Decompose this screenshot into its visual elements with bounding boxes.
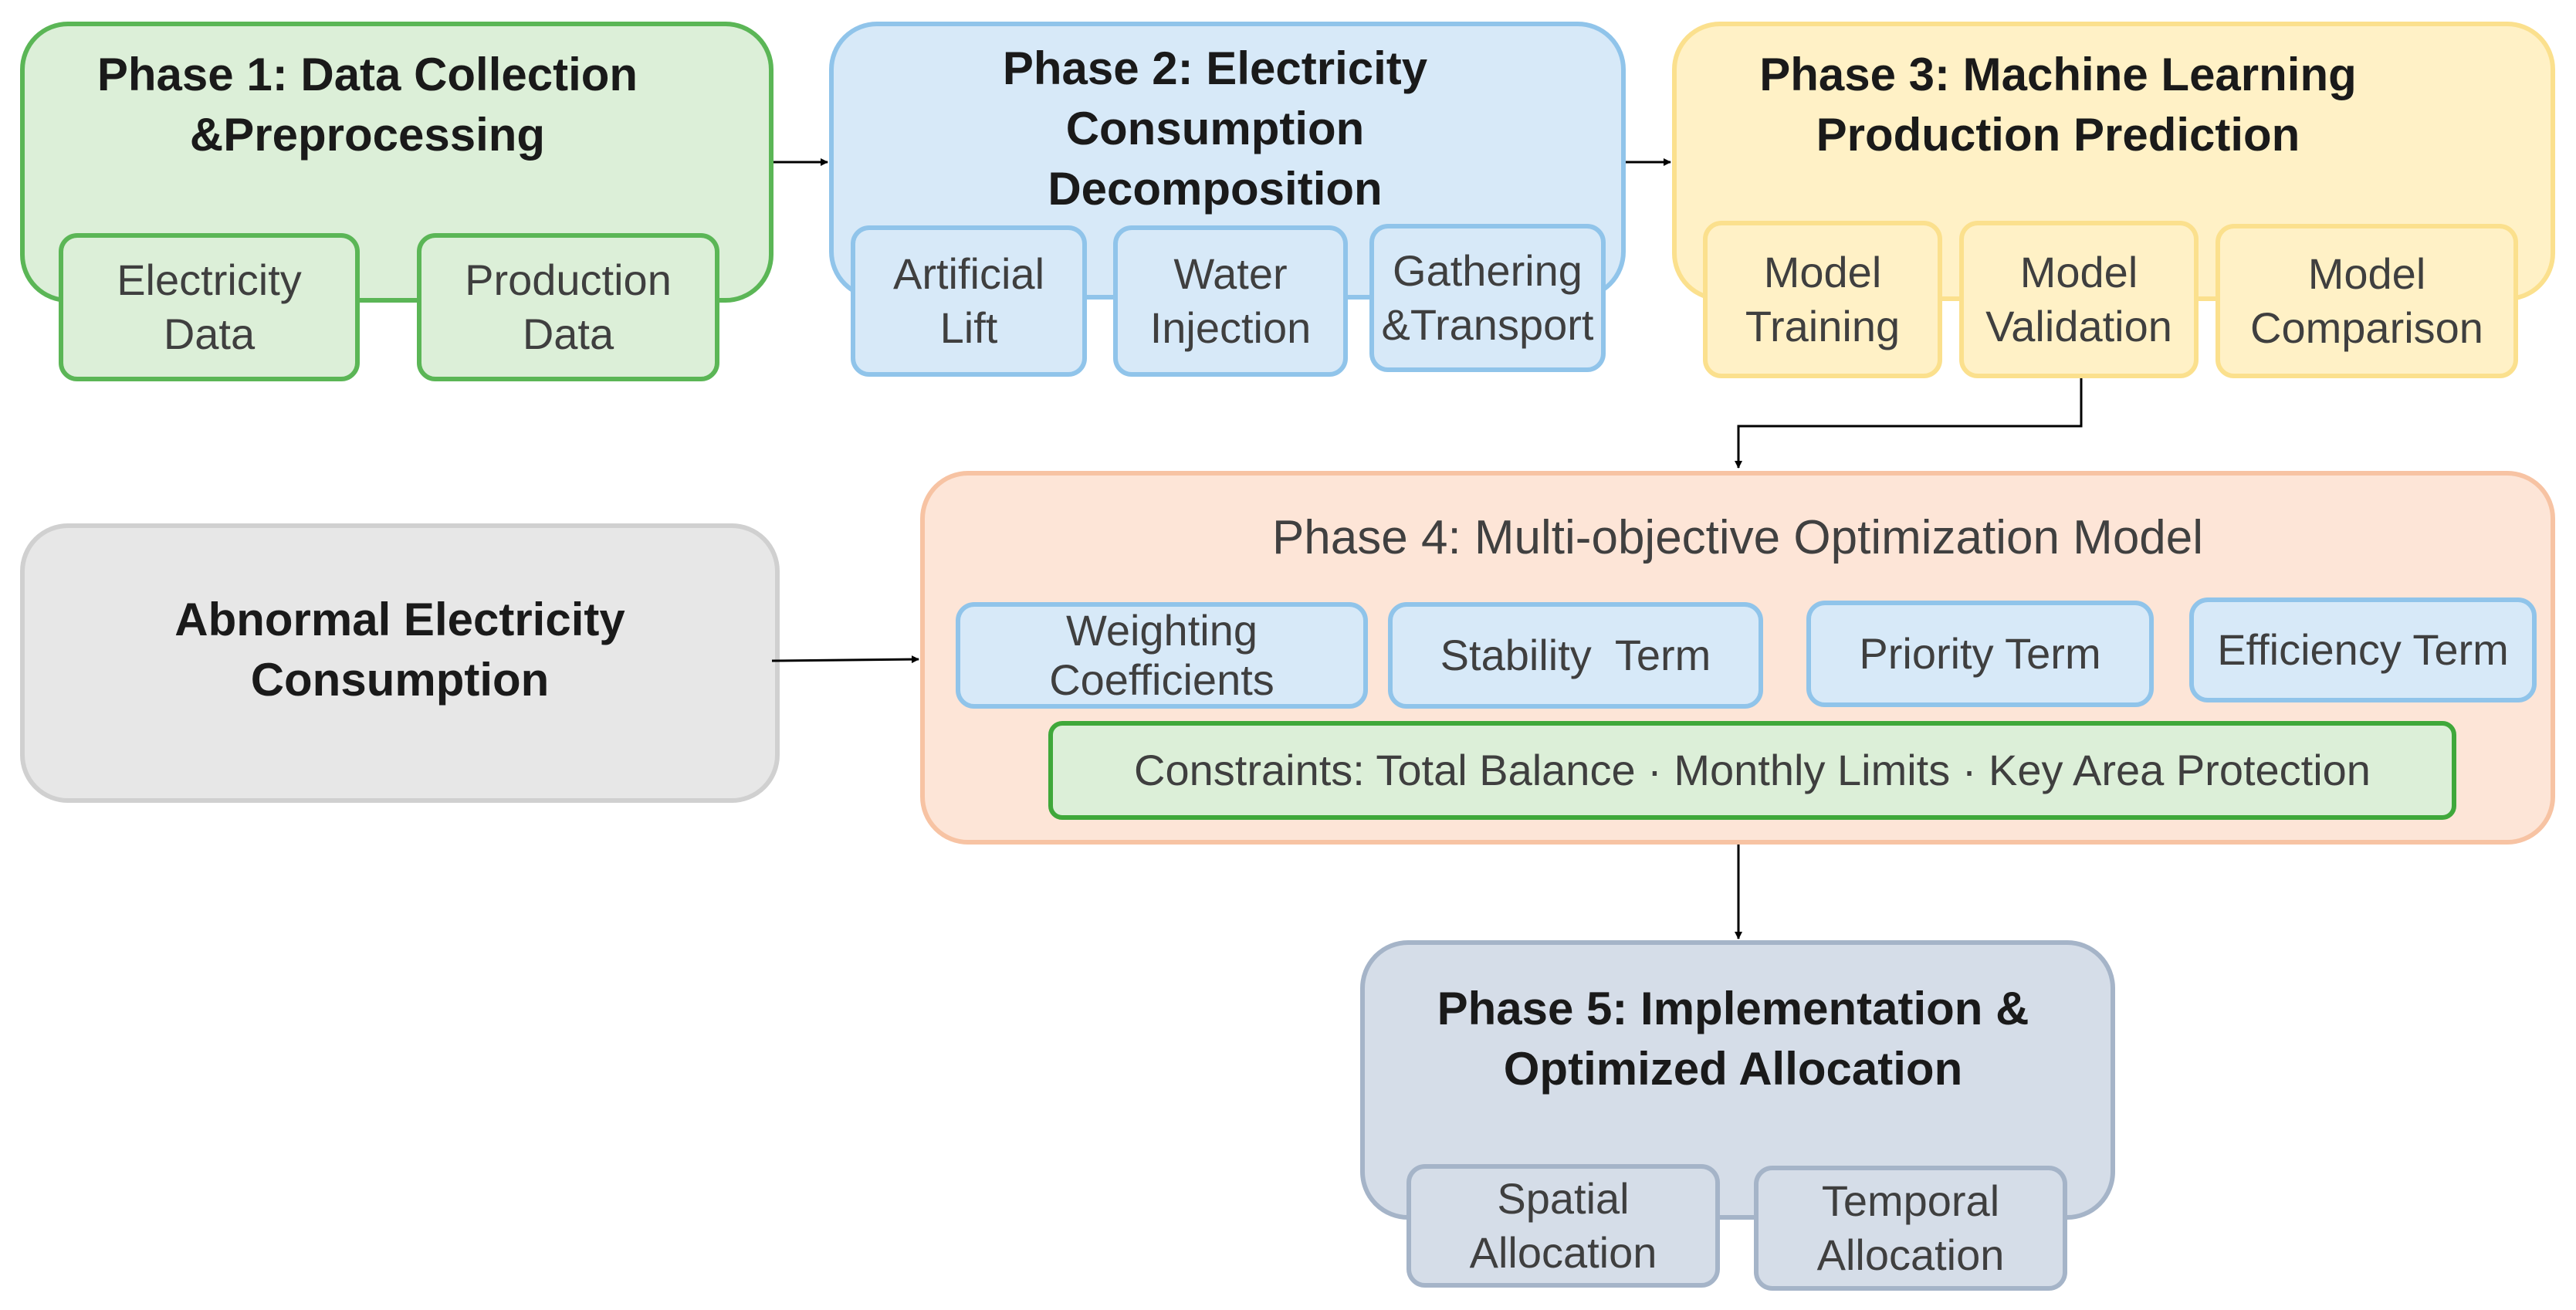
phase2-item-water-injection: Water Injection — [1113, 225, 1348, 377]
abnormal-consumption-box — [20, 523, 780, 803]
arrow-phase3-to-phase4 — [1735, 378, 2083, 469]
phase2-item-artificial-lift: Artificial Lift — [851, 225, 1087, 377]
phase5-title: Phase 5: Implementation & Optimized Allo… — [1437, 983, 2029, 1095]
phase3-item-model-validation: Model Validation — [1959, 221, 2199, 378]
phase1-title: Phase 1: Data Collection &Preprocessing — [96, 49, 638, 161]
arrow-abnormal-to-phase4 — [771, 655, 919, 664]
phase5-item-temporal-allocation: Temporal Allocation — [1754, 1166, 2067, 1291]
abnormal-consumption-title: Abnormal Electricity Consumption — [174, 594, 625, 706]
phase4-item-stability-term: Stability Term — [1388, 602, 1763, 709]
phase1-item-electricity-data: Electricity Data — [59, 233, 360, 381]
phase4-title: Phase 4: Multi-objective Optimization Mo… — [1271, 511, 2204, 564]
phase1-item-production-data: Production Data — [417, 233, 719, 381]
phase4-item-efficiency-term: Efficiency Term — [2189, 597, 2537, 702]
phase2-title: Phase 2: Electricity Consumption Decompo… — [1002, 42, 1428, 215]
phase2-item-gathering-transport: Gathering &Transport — [1369, 224, 1606, 372]
phase5-item-spatial-allocation: Spatial Allocation — [1406, 1164, 1720, 1288]
phase4-item-priority-term: Priority Term — [1806, 601, 2154, 707]
phase3-item-model-training: Model Training — [1703, 221, 1942, 378]
phase3-item-model-comparison: Model Comparison — [2215, 224, 2518, 378]
phase3-title: Phase 3: Machine Learning Production Pre… — [1759, 49, 2357, 161]
phase4-constraints: Constraints: Total Balance · Monthly Lim… — [1048, 721, 2456, 820]
phase4-item-weighting-coefficients: Weighting Coefficients — [956, 602, 1368, 709]
